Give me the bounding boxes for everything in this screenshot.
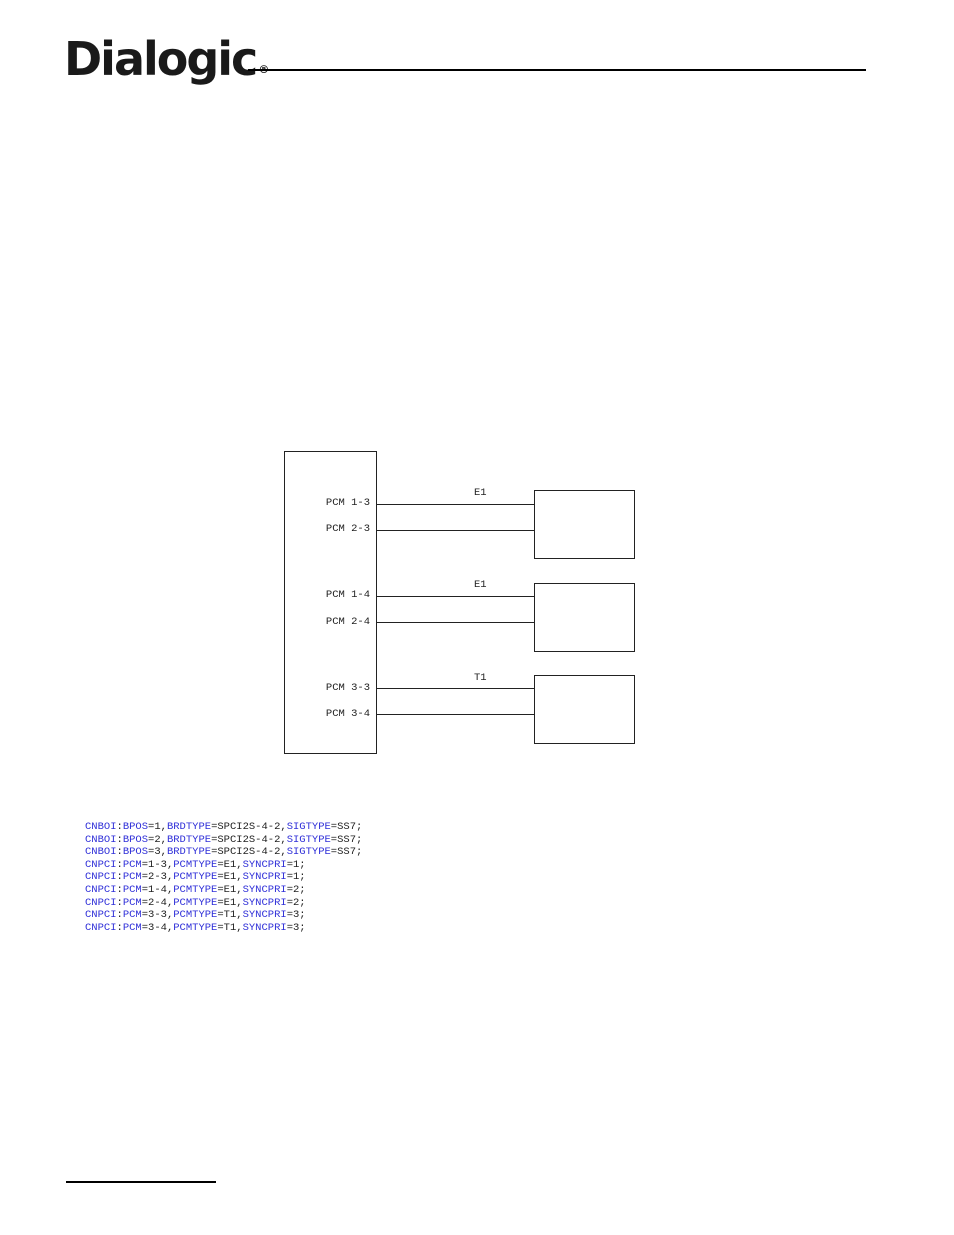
config-value: =3,	[148, 846, 167, 859]
config-keyword: SYNCPRI	[242, 921, 287, 934]
config-line: CNPCI:PCM=2-3,PCMTYPE=E1,SYNCPRI=1;	[85, 871, 362, 884]
config-keyword: BPOS	[122, 846, 149, 859]
config-value: :	[116, 871, 123, 884]
config-value: :	[116, 883, 123, 896]
config-value: =1,	[148, 821, 167, 833]
config-value: :	[116, 909, 123, 922]
config-value: :	[116, 846, 123, 859]
signaling-board-box	[284, 451, 377, 754]
config-line: CNPCI:PCM=2-4,PCMTYPE=E1,SYNCPRI=2;	[85, 897, 362, 910]
config-line: CNPCI:PCM=3-4,PCMTYPE=T1,SYNCPRI=3;	[85, 922, 362, 935]
config-keyword: SYNCPRI	[242, 883, 287, 896]
config-keyword: PCM	[122, 909, 142, 922]
config-value: =E1,	[217, 871, 243, 884]
config-keyword: PCM	[122, 883, 142, 896]
config-value: =2;	[286, 883, 306, 896]
config-value: =3-3,	[141, 909, 174, 922]
config-value: =2-3,	[141, 871, 174, 884]
config-value: =3;	[286, 921, 306, 934]
config-keyword: PCMTYPE	[173, 921, 218, 934]
pcm-port-label: PCM 1-4	[326, 589, 370, 601]
link-type-label: T1	[474, 672, 487, 684]
config-value: :	[116, 921, 123, 934]
config-keyword: BPOS	[122, 821, 149, 833]
config-keyword: PCM	[122, 921, 142, 934]
footer-rule	[66, 1181, 216, 1183]
config-value: =T1,	[217, 921, 243, 934]
config-value: =1;	[286, 871, 306, 884]
config-value: =E1,	[217, 858, 243, 871]
config-keyword: PCMTYPE	[173, 896, 218, 909]
config-value: :	[116, 833, 123, 846]
config-value: =2-4,	[141, 896, 174, 909]
config-keyword: CNPCI	[85, 921, 117, 934]
config-value: =SS7;	[330, 846, 363, 859]
config-keyword: PCMTYPE	[173, 871, 218, 884]
config-keyword: SIGTYPE	[286, 846, 331, 859]
link-type-label: E1	[474, 487, 487, 499]
config-keyword: PCM	[122, 871, 142, 884]
pcm-port-label: PCM 1-3	[326, 497, 370, 509]
config-keyword: BRDTYPE	[166, 821, 212, 833]
config-keyword: PCMTYPE	[173, 858, 218, 871]
config-keyword: BPOS	[122, 833, 149, 846]
config-keyword: BRDTYPE	[166, 846, 212, 859]
config-keyword: PCMTYPE	[173, 883, 218, 896]
link-type-label: E1	[474, 579, 487, 591]
config-line: CNPCI:PCM=1-4,PCMTYPE=E1,SYNCPRI=2;	[85, 884, 362, 897]
config-value: =3;	[286, 909, 306, 922]
config-keyword: SYNCPRI	[242, 871, 287, 884]
config-line: CNPCI:PCM=1-3,PCMTYPE=E1,SYNCPRI=1;	[85, 859, 362, 872]
config-keyword: PCM	[122, 858, 142, 871]
config-value: =E1,	[217, 896, 243, 909]
config-keyword: CNPCI	[85, 909, 117, 922]
config-keyword: SYNCPRI	[242, 858, 287, 871]
config-value: =T1,	[217, 909, 243, 922]
config-line: CNBOI:BPOS=1,BRDTYPE=SPCI2S-4-2,SIGTYPE=…	[85, 821, 362, 834]
logo-wordmark: Dialogic	[64, 32, 258, 86]
config-keyword: CNBOI	[85, 821, 117, 833]
config-keyword: PCMTYPE	[173, 909, 218, 922]
config-line: CNPCI:PCM=3-3,PCMTYPE=T1,SYNCPRI=3;	[85, 909, 362, 922]
config-keyword: CNBOI	[85, 833, 117, 846]
config-keyword: CNPCI	[85, 871, 117, 884]
config-value: =SS7;	[330, 821, 363, 833]
config-value: =E1,	[217, 883, 243, 896]
config-keyword: CNPCI	[85, 883, 117, 896]
config-keyword: SYNCPRI	[242, 909, 287, 922]
header-rule	[248, 69, 866, 71]
config-value: :	[116, 821, 123, 833]
config-value: :	[116, 896, 123, 909]
config-keyword: CNPCI	[85, 858, 117, 871]
config-keyword: SYNCPRI	[242, 896, 287, 909]
config-keyword: PCM	[122, 896, 142, 909]
config-value: :	[116, 858, 123, 871]
config-value: =2;	[286, 896, 306, 909]
remote-system-box	[534, 583, 635, 652]
pcm-connection-diagram: E1 E1 T1 PCM 1-3 PCM 2-3 PCM 1-4 PCM 2-4…	[284, 451, 635, 754]
config-value: =1-3,	[141, 858, 174, 871]
config-value: =2,	[148, 833, 167, 846]
remote-system-box	[534, 490, 635, 559]
pcm-port-label: PCM 3-4	[326, 708, 370, 720]
config-value: =SPCI2S-4-2,	[211, 821, 287, 833]
config-value: =1;	[286, 858, 306, 871]
config-value: =SS7;	[330, 833, 363, 846]
config-code-block: CNBOI:BPOS=1,BRDTYPE=SPCI2S-4-2,SIGTYPE=…	[85, 821, 362, 934]
config-keyword: SIGTYPE	[286, 833, 331, 846]
config-line: CNBOI:BPOS=2,BRDTYPE=SPCI2S-4-2,SIGTYPE=…	[85, 834, 362, 847]
config-keyword: SIGTYPE	[286, 821, 331, 833]
pcm-port-label: PCM 3-3	[326, 682, 370, 694]
config-keyword: BRDTYPE	[166, 833, 212, 846]
config-value: =SPCI2S-4-2,	[211, 846, 287, 859]
pcm-port-label: PCM 2-3	[326, 523, 370, 535]
config-value: =SPCI2S-4-2,	[211, 833, 287, 846]
remote-system-box	[534, 675, 635, 744]
config-keyword: CNPCI	[85, 896, 117, 909]
config-keyword: CNBOI	[85, 846, 117, 859]
config-value: =1-4,	[141, 883, 174, 896]
config-value: =3-4,	[141, 921, 174, 934]
pcm-port-label: PCM 2-4	[326, 616, 370, 628]
config-line: CNBOI:BPOS=3,BRDTYPE=SPCI2S-4-2,SIGTYPE=…	[85, 846, 362, 859]
